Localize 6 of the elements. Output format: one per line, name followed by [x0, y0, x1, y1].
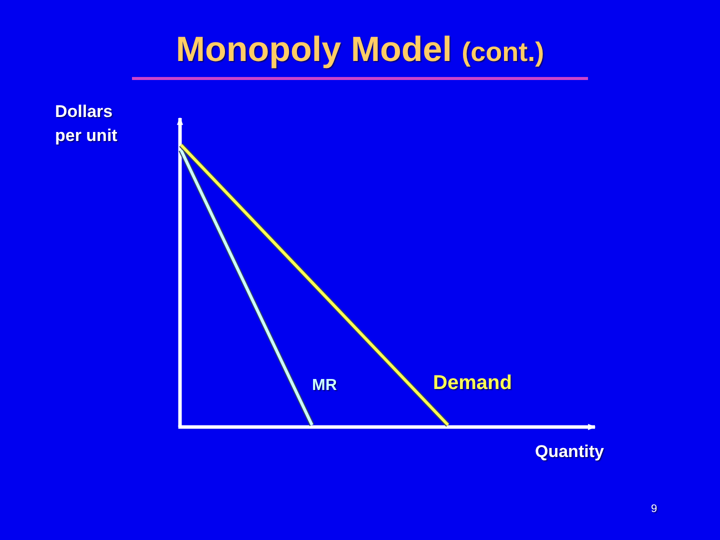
curve-label: Demand	[433, 371, 512, 395]
axis-label: Dollars per unit	[55, 101, 118, 147]
curve-label: MR	[312, 376, 337, 396]
axis-label: Quantity	[535, 442, 604, 462]
title: Monopoly Model (cont.)	[174, 29, 546, 71]
page-number: 9	[651, 503, 658, 516]
